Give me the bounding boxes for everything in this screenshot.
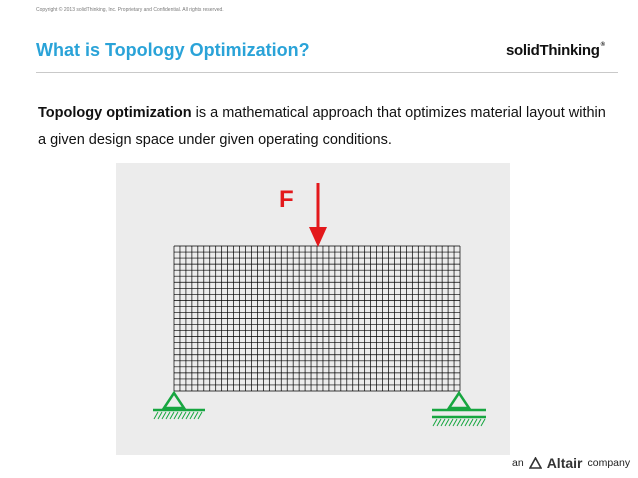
ground-hatch-line	[460, 418, 466, 427]
footer-suffix: company	[587, 457, 631, 469]
solidthinking-logo: solidThinking®	[506, 42, 605, 59]
definition-term: Topology optimization	[38, 105, 192, 121]
ground-hatch-line	[448, 418, 454, 427]
slide-title: What is Topology Optimization?	[36, 40, 310, 60]
ground-hatch-line	[189, 411, 195, 420]
registered-mark: ®	[600, 42, 605, 48]
design-space-mesh	[173, 245, 461, 392]
definition-text: is a mathematical approach that optimize…	[38, 105, 606, 148]
ground-hatch-line	[197, 411, 203, 420]
ground-hatch-line	[153, 411, 159, 420]
ground-hatch-line	[432, 418, 438, 427]
definition-paragraph: Topology optimization is a mathematical …	[38, 100, 608, 154]
ground-hatch-line	[444, 418, 450, 427]
ground-hatch-line	[436, 418, 442, 427]
ground-hatch-line	[181, 411, 187, 420]
altair-triangle-icon	[528, 457, 542, 469]
ground-hatch-line	[193, 411, 199, 420]
ground-hatch-line	[157, 411, 163, 420]
right-roller-support	[432, 390, 486, 427]
figure-svg: F	[153, 183, 486, 427]
ground-hatch-line	[440, 418, 446, 427]
ground-hatch-line	[476, 418, 482, 427]
altair-footer: an Altair company	[512, 453, 630, 473]
ground-hatch-line	[165, 411, 171, 420]
ground-hatch-line	[185, 411, 191, 420]
force-label: F	[279, 186, 294, 213]
footer-brand: Altair	[546, 455, 583, 471]
force-arrow	[309, 183, 327, 247]
design-space-figure: F	[116, 163, 510, 455]
ground-hatch-line	[173, 411, 179, 420]
copyright-notice: Copyright © 2013 solidThinking, Inc. Pro…	[36, 7, 224, 13]
ground-hatch-line	[468, 418, 474, 427]
ground-hatch-line	[472, 418, 478, 427]
ground-hatch-line	[452, 418, 458, 427]
left-pin-support	[153, 390, 205, 420]
ground-hatch-line	[177, 411, 183, 420]
ground-hatch-line	[161, 411, 167, 420]
ground-hatch-line	[456, 418, 462, 427]
logo-text: solidThinking	[506, 42, 600, 59]
footer-prefix: an	[512, 457, 524, 469]
ground-hatch-line	[480, 418, 486, 427]
ground-hatch-line	[169, 411, 175, 420]
title-divider	[36, 72, 618, 73]
ground-hatch-line	[464, 418, 470, 427]
